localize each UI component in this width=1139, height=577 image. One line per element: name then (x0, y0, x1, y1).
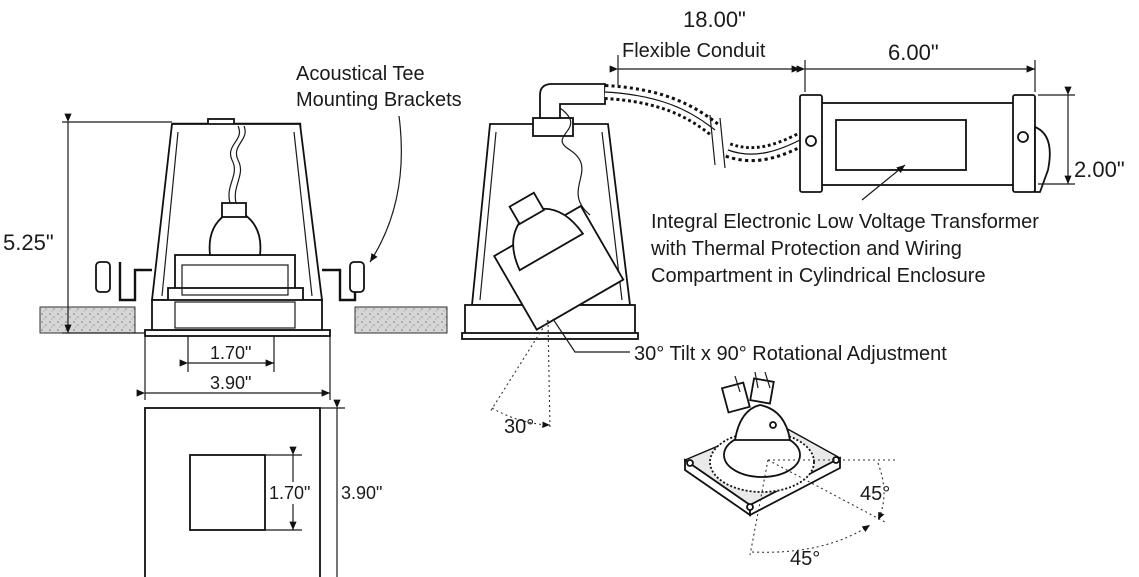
mounting-bracket-right (349, 261, 365, 293)
flexible-conduit: 18.00" Flexible Conduit (604, 7, 804, 169)
transformer-description-1: Integral Electronic Low Voltage Transfor… (651, 211, 1039, 233)
transformer-description-2: with Thermal Protection and Wiring (650, 238, 962, 260)
rotation-angle-b: 45° (790, 548, 820, 570)
mounting-brackets-label-2: Mounting Brackets (296, 89, 462, 111)
rotation-angle-a: 45° (860, 483, 890, 505)
trim-square-inner (189, 454, 266, 531)
transformer-length-dimension: 6.00" (888, 40, 939, 65)
adjustment-label: 30° Tilt x 90° Rotational Adjustment (634, 343, 947, 365)
transformer-diameter-dimension: 2.00" (1074, 157, 1125, 182)
rotation-view: 45° 45° (683, 371, 895, 570)
mounting-brackets-label-1: Acoustical Tee (296, 63, 425, 85)
front-view: 5.25" 1.70" 3.90" Acoustical Tee Mountin… (3, 63, 462, 400)
vertical-axis-line (547, 319, 551, 431)
side-trim-flange (461, 332, 639, 340)
mounting-bracket-left (95, 261, 111, 293)
ceiling-tile-left (39, 306, 136, 334)
tilt-angle-label: 30° (504, 416, 534, 438)
conduit-label: Flexible Conduit (622, 40, 766, 62)
trim-inner-dimension: 1.70" (269, 483, 310, 503)
trim-outer-dimension: 3.90" (341, 483, 382, 503)
conduit-fitting (539, 83, 606, 119)
transformer-description-3: Compartment in Cylindrical Enclosure (651, 265, 986, 287)
height-dimension: 5.25" (3, 230, 54, 255)
ceiling-tile-right (354, 306, 448, 334)
tilt-axis-line (489, 319, 549, 413)
side-view: 30° 30° Tilt x 90° Rotational Adjustment (461, 83, 947, 438)
trim-plan-view: 1.70" 3.90" (144, 399, 382, 577)
conduit-length-dimension: 18.00" (683, 7, 746, 32)
transformer: 6.00" 2.00" Integral Electronic Low Volt… (650, 40, 1125, 287)
trim-width-dimension: 3.90" (210, 373, 251, 393)
aperture-dimension: 1.70" (210, 343, 251, 363)
